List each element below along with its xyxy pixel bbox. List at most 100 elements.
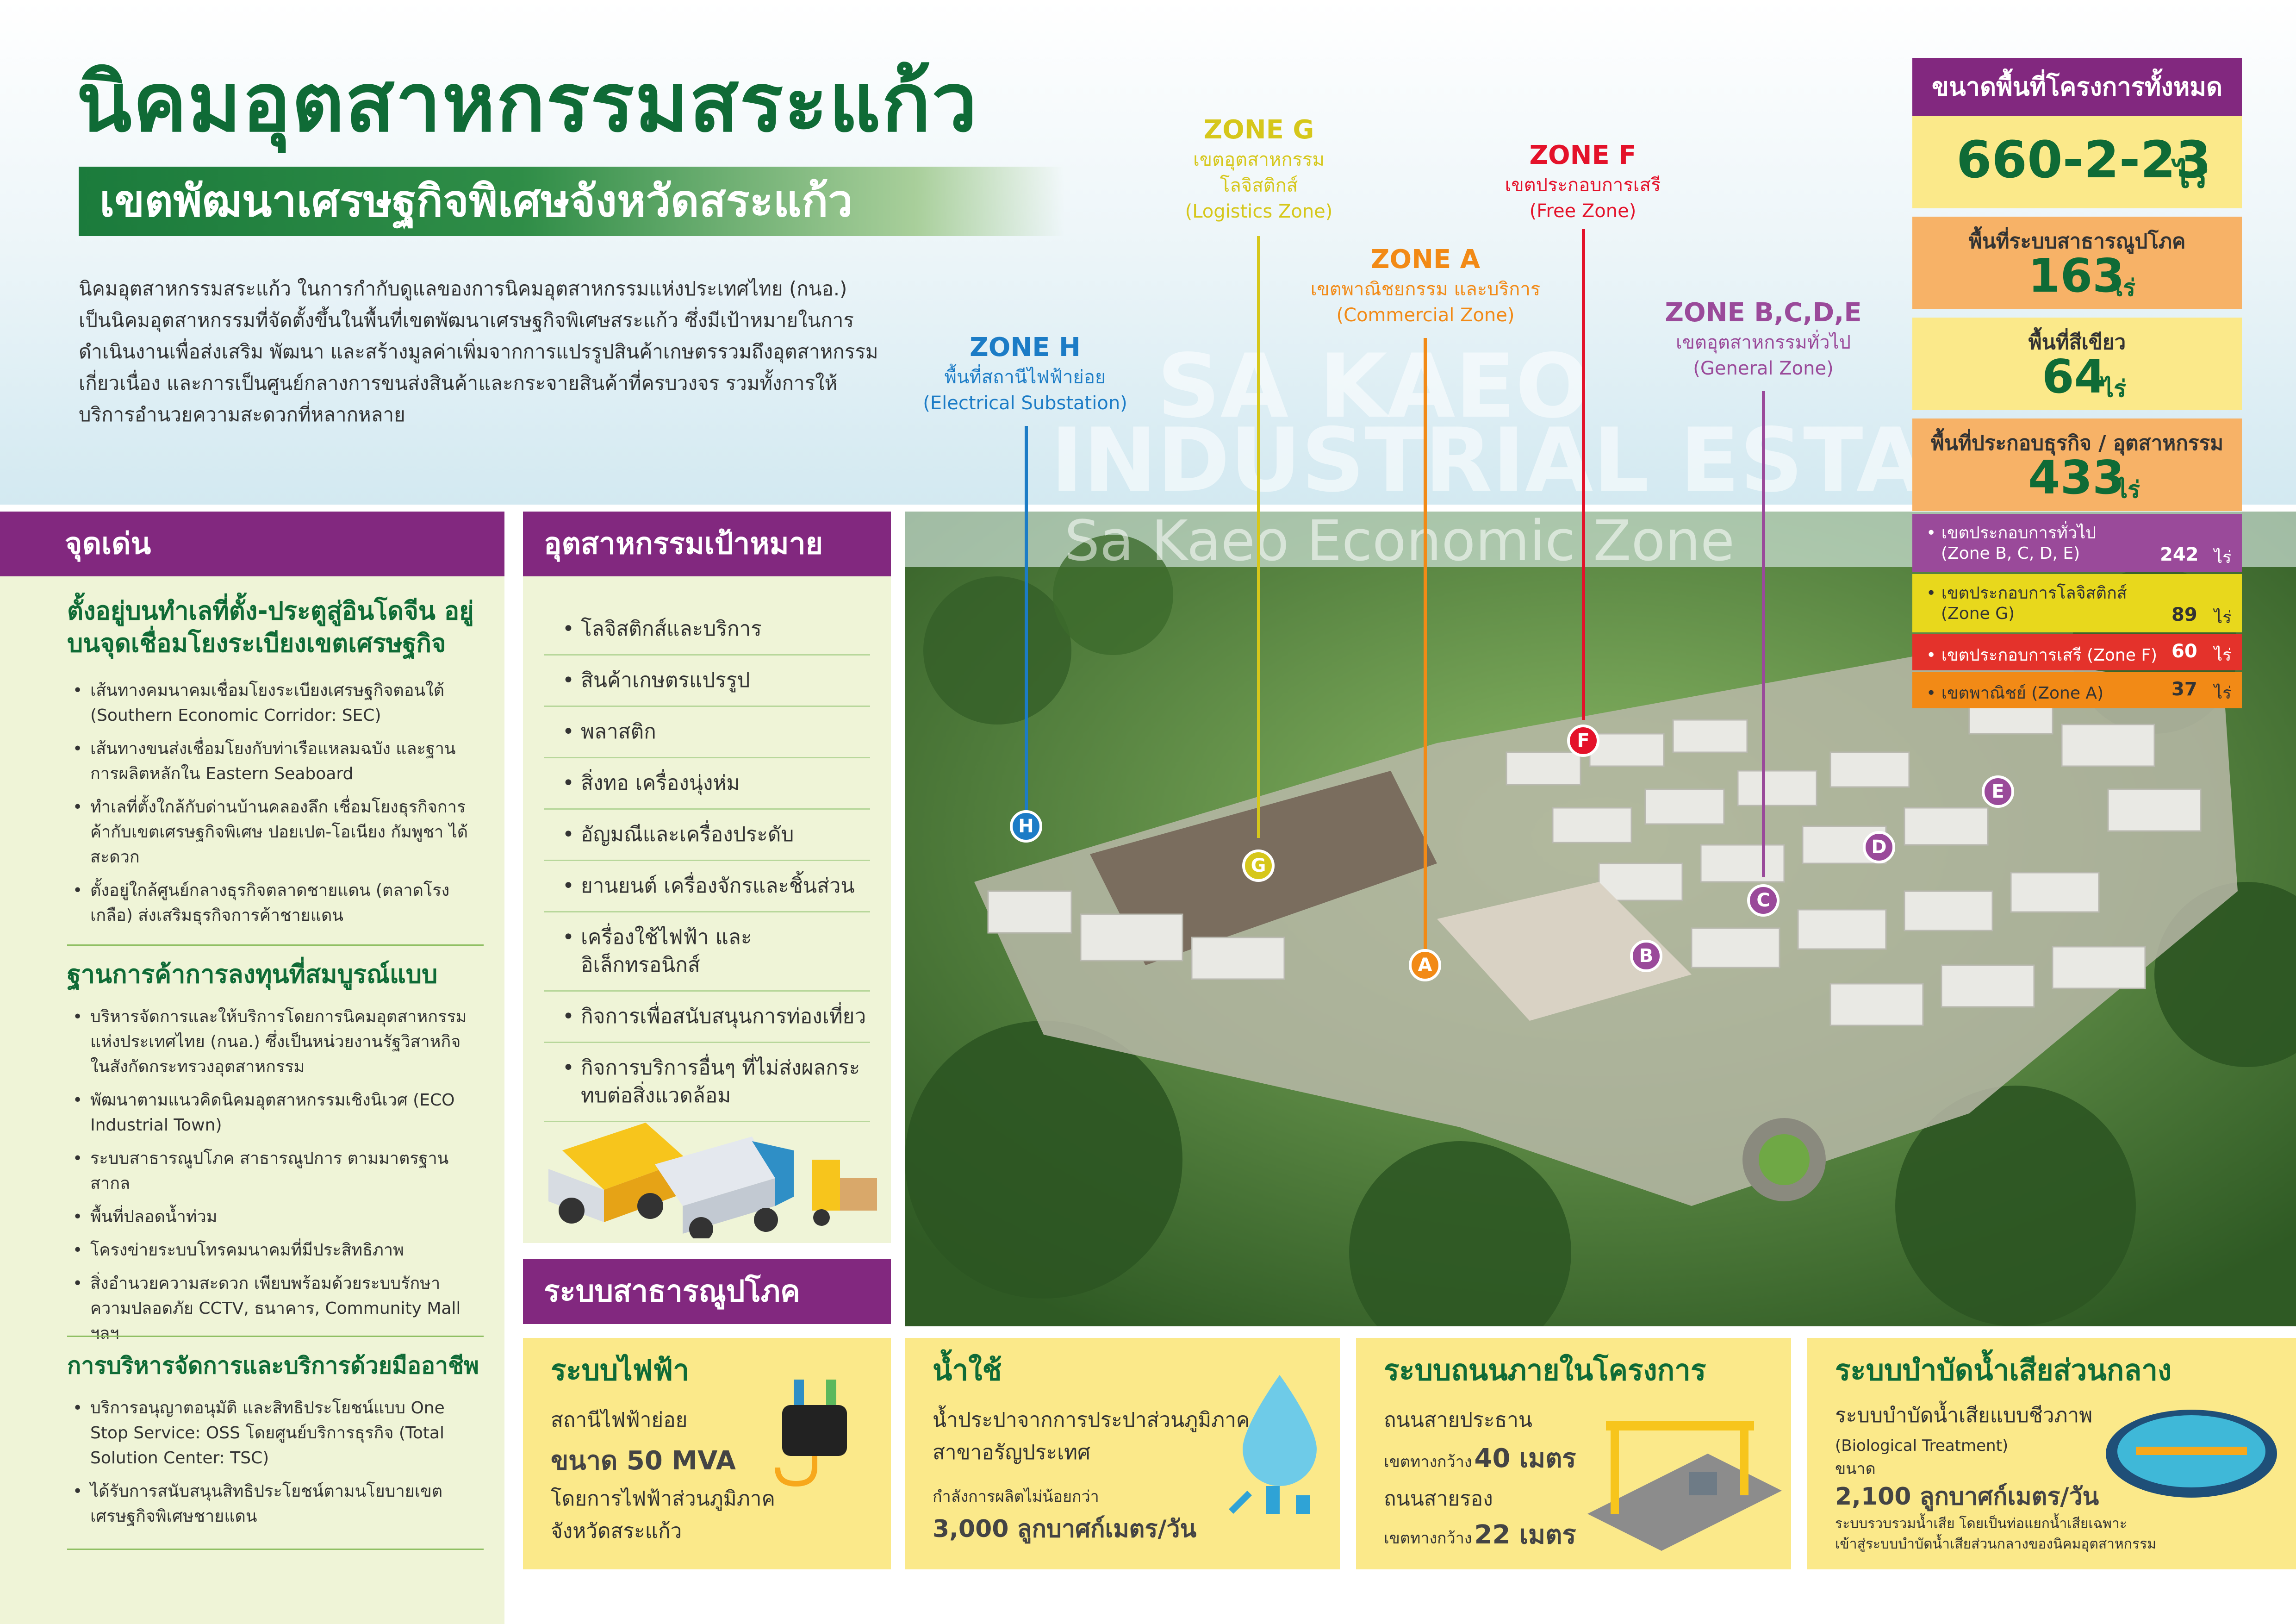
utility-wastewater-l6: เข้าสู่ระบบบำบัดน้ำเสียส่วนกลางของนิคมอุ… <box>1835 1536 2156 1552</box>
zone-bcde-line <box>1762 391 1765 877</box>
utilities-header: ระบบสาธารณูปโภค <box>523 1259 891 1324</box>
target-list: โลจิสติกส์และบริการ สินค้าเกษตรแปรรูป พล… <box>544 604 870 1122</box>
breakdown-logistics-label: • เขตประกอบการโลจิสติกส์ <box>1926 584 2127 603</box>
list-item: บริการอนุญาตอนุมัติ และสิทธิประโยชน์แบบ … <box>67 1396 474 1471</box>
zone-a-en: (Commercial Zone) <box>1336 305 1515 326</box>
highlights-s2-title: ฐานการค้าการลงทุนที่สมบูรณ์แบบ <box>67 960 438 989</box>
zone-e-pin[interactable]: E <box>1982 775 2014 808</box>
list-item: สิ่งทอ เครื่องนุ่งห่ม <box>544 758 870 810</box>
zone-f-pin[interactable]: F <box>1567 725 1599 757</box>
breakdown-commercial-unit: ไร่ <box>2214 684 2232 703</box>
utility-road-l4: เขตทางกว้าง 22 เมตร <box>1384 1514 1576 1555</box>
road-crane-icon <box>1587 1421 1782 1551</box>
utility-road-l3: ถนนสายรอง <box>1384 1487 1493 1511</box>
zone-b-pin[interactable]: B <box>1630 940 1662 972</box>
utility-power-l2: ขนาด 50 MVA <box>551 1446 736 1476</box>
area-breakdown-free: • เขตประกอบการเสรี (Zone F) 60 ไร่ <box>1912 634 2242 670</box>
utility-wastewater-l3: ขนาด <box>1835 1460 1876 1478</box>
zone-h-pin[interactable]: H <box>1010 810 1042 843</box>
target-header: อุตสาหกรรมเป้าหมาย <box>523 512 891 576</box>
list-item: โลจิสติกส์และบริการ <box>544 604 870 656</box>
breakdown-free-text: เขตประกอบการเสรี (Zone F) <box>1941 646 2158 665</box>
list-item: โครงข่ายระบบโทรคมนาคมที่มีประสิทธิภาพ <box>67 1238 474 1263</box>
area-business-value: 433 <box>2028 450 2125 505</box>
zone-h-title: ZONE H <box>970 332 1081 362</box>
highlights-header: จุดเด่น <box>0 512 504 576</box>
zone-bcde-th: เขตอุตสาหกรรมทั่วไป <box>1675 332 1851 353</box>
utility-water-l1: น้ำประปาจากการประปาส่วนภูมิภาค <box>933 1408 1250 1432</box>
zone-a-line <box>1424 338 1427 949</box>
zone-g-line <box>1257 236 1260 838</box>
watermark-line3: Sa Kaeo Economic Zone <box>1064 509 1735 574</box>
area-breakdown-logistics: • เขตประกอบการโลจิสติกส์ (Zone G) 89 ไร่ <box>1912 574 2242 632</box>
utility-water-l4: 3,000 ลูกบาศก์เมตร/วัน <box>933 1515 1197 1543</box>
watermark-line2: INDUSTRIAL ESTATE <box>1051 409 2038 512</box>
area-breakdown-general: • เขตประกอบการทั่วไป (Zone B, C, D, E) 2… <box>1912 514 2242 572</box>
area-header: ขนาดพื้นที่โครงการทั้งหมด <box>1912 58 2242 116</box>
highlights-s3-title: การบริหารจัดการและบริการด้วยมืออาชีพ <box>67 1352 479 1379</box>
utility-power-l1: สถานีไฟฟ้าย่อย <box>551 1408 688 1432</box>
utility-power-title: ระบบไฟฟ้า <box>551 1353 690 1387</box>
breakdown-commercial-text: เขตพาณิชย์ (Zone A) <box>1941 684 2104 703</box>
zone-c-pin[interactable]: C <box>1747 884 1780 917</box>
utility-water-l3: กำลังการผลิตไม่น้อยกว่า <box>933 1487 1099 1506</box>
zone-a-pin[interactable]: A <box>1409 949 1441 981</box>
area-green-value: 64 <box>2042 350 2107 404</box>
utility-road-title: ระบบถนนภายในโครงการ <box>1384 1353 1706 1387</box>
zone-f-en: (Free Zone) <box>1529 200 1636 222</box>
zone-g-th: เขตอุตสาหกรรม <box>1193 149 1325 170</box>
zone-f-title: ZONE F <box>1529 140 1636 170</box>
zone-bcde-en: (General Zone) <box>1693 358 1834 379</box>
area-utilities-value: 163 <box>2028 249 2125 303</box>
area-business-box: พื้นที่ประกอบธุรกิจ / อุตสาหกรรม 433 ไร่ <box>1912 418 2242 511</box>
breakdown-general-text: เขตประกอบการทั่วไป <box>1941 524 2097 543</box>
area-business-unit: ไร่ <box>2116 476 2140 503</box>
area-total-unit: ไร่ <box>2174 157 2208 195</box>
breakdown-commercial-value: 37 <box>2172 679 2197 700</box>
highlights-s3-list: บริการอนุญาตอนุมัติ และสิทธิประโยชน์แบบ … <box>67 1396 474 1537</box>
list-item: ตั้งอยู่ใกล้ศูนย์กลางธุรกิจตลาดชายแดน (ต… <box>67 878 474 928</box>
list-item: เส้นทางขนส่งเชื่อมโยงกับท่าเรือแหลมฉบัง … <box>67 737 474 787</box>
utility-road-l2: เขตทางกว้าง 40 เมตร <box>1384 1437 1576 1479</box>
breakdown-free-unit: ไร่ <box>2214 646 2232 665</box>
zone-f-label: ZONE F เขตประกอบการเสรี (Free Zone) <box>1490 139 1675 224</box>
breakdown-logistics-value: 89 <box>2172 604 2197 625</box>
utility-road-l2a: เขตทางกว้าง <box>1384 1453 1472 1471</box>
zone-g-pin[interactable]: G <box>1242 849 1275 882</box>
zone-h-en: (Electrical Substation) <box>923 393 1127 414</box>
list-item: เส้นทางคมนาคมเชื่อมโยงระเบียงเศรษฐกิจตอน… <box>67 678 474 728</box>
plug-icon <box>775 1380 847 1487</box>
page-subtitle: เขตพัฒนาเศรษฐกิจพิเศษจังหวัดสระแก้ว <box>79 167 1064 236</box>
zone-a-label: ZONE A เขตพาณิชยกรรม และบริการ (Commerci… <box>1296 243 1555 328</box>
list-item: บริหารจัดการและให้บริการโดยการนิคมอุตสาห… <box>67 1005 474 1080</box>
area-utilities-box: พื้นที่ระบบสาธารณูปโภค 163 ไร่ <box>1912 217 2242 309</box>
list-item: พัฒนาตามแนวคิดนิคมอุตสาหกรรมเชิงนิเวศ (E… <box>67 1088 474 1138</box>
utility-wastewater-l2: (Biological Treatment) <box>1835 1437 2009 1455</box>
list-item: ระบบสาธารณูปโภค สาธารณูปการ ตามมาตรฐานสา… <box>67 1146 474 1196</box>
utility-road-l2b: 40 เมตร <box>1474 1443 1576 1474</box>
breakdown-free-label: • เขตประกอบการเสรี (Zone F) <box>1926 646 2158 665</box>
zone-bcde-title: ZONE B,C,D,E <box>1665 298 1862 328</box>
divider <box>67 1336 484 1337</box>
area-breakdown-commercial: • เขตพาณิชย์ (Zone A) 37 ไร่ <box>1912 672 2242 708</box>
utility-wastewater-l4: 2,100 ลูกบาศก์เมตร/วัน <box>1835 1483 2099 1511</box>
area-total-box: 660-2-23 ไร่ <box>1912 116 2242 208</box>
zone-d-pin[interactable]: D <box>1863 831 1895 863</box>
utility-water-l2: สาขาอรัญประเทศ <box>933 1441 1091 1464</box>
list-item: ได้รับการสนับสนุนสิทธิประโยชน์ตามนโยบายเ… <box>67 1479 474 1529</box>
highlights-s1-list: เส้นทางคมนาคมเชื่อมโยงระเบียงเศรษฐกิจตอน… <box>67 678 474 937</box>
breakdown-commercial-label: • เขตพาณิชย์ (Zone A) <box>1926 684 2104 703</box>
utility-road-l4a: เขตทางกว้าง <box>1384 1529 1472 1548</box>
breakdown-general-sub: (Zone B, C, D, E) <box>1941 544 2080 563</box>
area-business-label: พื้นที่ประกอบธุรกิจ / อุตสาหกรรม <box>1930 431 2224 455</box>
utility-power-l4: จังหวัดสระแก้ว <box>551 1519 682 1543</box>
list-item: ยานยนต์ เครื่องจักรและชิ้นส่วน <box>544 861 870 912</box>
highlights-s1-title: ตั้งอยู่บนทำเลที่ตั้ง-ประตูสู่อินโดจีน อ… <box>67 596 474 658</box>
list-item: พื้นที่ปลอดน้ำท่วม <box>67 1205 474 1230</box>
breakdown-logistics-text: เขตประกอบการโลจิสติกส์ <box>1941 584 2127 603</box>
utility-road-card: ระบบถนนภายในโครงการ ถนนสายประธาน เขตทางก… <box>1356 1338 1791 1569</box>
area-utilities-unit: ไร่ <box>2111 275 2136 301</box>
utility-water-card: น้ำใช้ น้ำประปาจากการประปาส่วนภูมิภาค สา… <box>905 1338 1340 1569</box>
utility-road-l1: ถนนสายประธาน <box>1384 1408 1532 1432</box>
utility-road-l4b: 22 เมตร <box>1474 1520 1576 1550</box>
